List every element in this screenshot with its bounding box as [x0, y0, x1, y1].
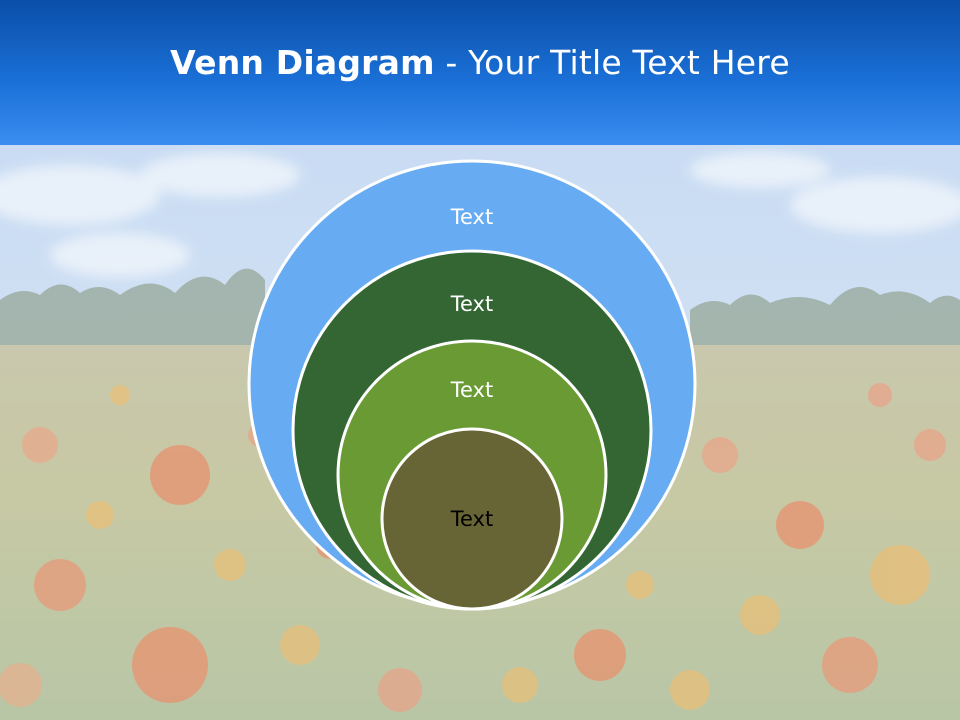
slide-title-bold: Venn Diagram: [170, 43, 435, 82]
circle-4-label: Text: [450, 507, 493, 531]
circle-4-shape: [380, 427, 564, 611]
circle-2-label: Text: [450, 292, 493, 316]
slide-title[interactable]: Venn Diagram - Your Title Text Here: [170, 43, 790, 82]
slide-title-rest: - Your Title Text Here: [434, 43, 790, 82]
circle-1-label: Text: [450, 205, 493, 229]
circle-3-label: Text: [450, 378, 493, 402]
title-bar: Venn Diagram - Your Title Text Here: [0, 0, 960, 145]
circle-4[interactable]: Text: [380, 427, 564, 611]
